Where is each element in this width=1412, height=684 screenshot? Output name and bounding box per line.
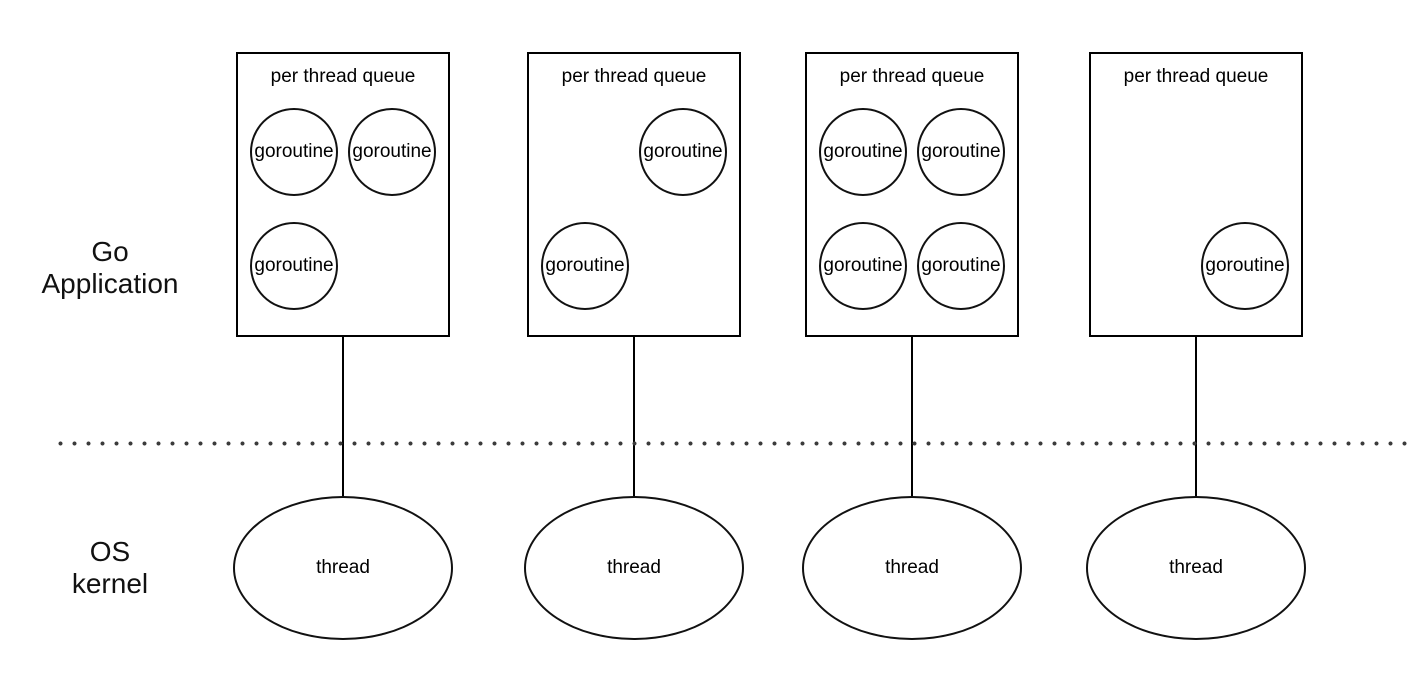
thread-ellipse-4: thread <box>1086 496 1306 640</box>
thread-ellipse-2: thread <box>524 496 744 640</box>
queue-thread-connector-3 <box>911 337 913 497</box>
goroutine-circle: goroutine <box>250 108 338 196</box>
user-kernel-divider-dotted-line <box>58 441 1412 446</box>
go-application-label-line1: Go <box>91 236 129 267</box>
thread-ellipse-1: thread <box>233 496 453 640</box>
thread-label: thread <box>1169 557 1223 578</box>
queue-thread-connector-1 <box>342 337 344 497</box>
queue-title: per thread queue <box>561 66 707 87</box>
per-thread-queue-box-3: per thread queue goroutine goroutine gor… <box>805 52 1019 337</box>
goroutine-circle: goroutine <box>1201 222 1289 310</box>
thread-label: thread <box>885 557 939 578</box>
os-kernel-label: OS kernel <box>20 536 200 600</box>
per-thread-queue-box-2: per thread queue goroutine goroutine <box>527 52 741 337</box>
os-kernel-label-line1: OS <box>89 536 131 567</box>
goroutine-circle: goroutine <box>917 108 1005 196</box>
queue-thread-connector-2 <box>633 337 635 497</box>
goroutine-circle: goroutine <box>917 222 1005 310</box>
goroutine-circle: goroutine <box>250 222 338 310</box>
goroutine-circle: goroutine <box>819 222 907 310</box>
thread-label: thread <box>316 557 370 578</box>
goroutine-circle: goroutine <box>348 108 436 196</box>
goroutine-circle: goroutine <box>639 108 727 196</box>
goroutine-circle: goroutine <box>541 222 629 310</box>
queue-thread-connector-4 <box>1195 337 1197 497</box>
goroutine-circle: goroutine <box>819 108 907 196</box>
per-thread-queue-box-1: per thread queue goroutine goroutine gor… <box>236 52 450 337</box>
per-thread-queue-box-4: per thread queue goroutine <box>1089 52 1303 337</box>
os-kernel-label-line2: kernel <box>71 568 149 599</box>
thread-label: thread <box>607 557 661 578</box>
queue-title: per thread queue <box>1123 66 1269 87</box>
queue-title: per thread queue <box>839 66 985 87</box>
go-application-label-line2: Application <box>41 268 179 299</box>
thread-ellipse-3: thread <box>802 496 1022 640</box>
queue-title: per thread queue <box>270 66 416 87</box>
go-application-label: Go Application <box>20 236 200 300</box>
